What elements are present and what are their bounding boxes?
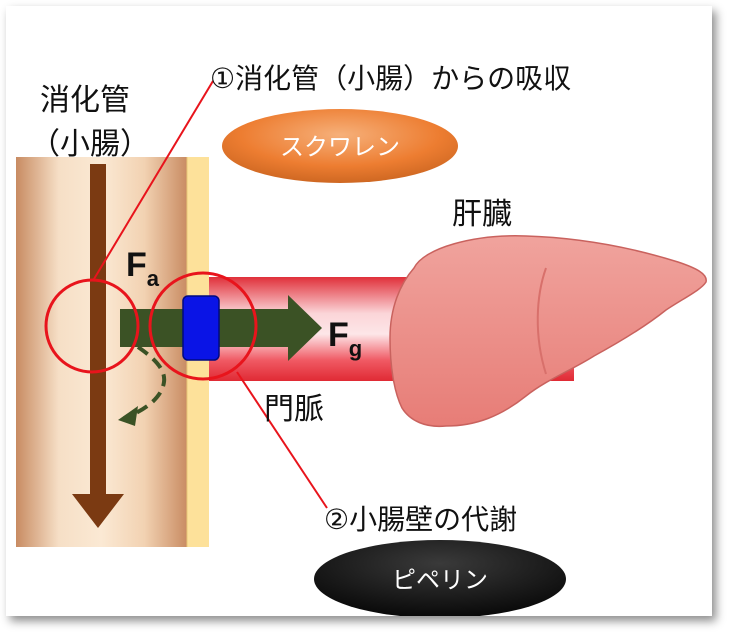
absorption-label: ①消化管（小腸）からの吸収 bbox=[210, 62, 571, 95]
intestine-label-line2: （小腸） bbox=[30, 127, 150, 162]
fg-symbol-main: F bbox=[328, 316, 349, 354]
efflux-arrowhead bbox=[118, 406, 138, 426]
intestine-label-line1: 消化管 bbox=[40, 83, 130, 118]
diagram-frame: スクワレン ピペリン 消化管 （小腸） ①消化管（小腸）からの吸収 肝臓 門脈 … bbox=[6, 6, 712, 616]
piperine-badge bbox=[314, 540, 566, 616]
piperine-badge-label: ピペリン bbox=[392, 566, 488, 594]
squalene-badge-label: スクワレン bbox=[280, 133, 400, 161]
fa-symbol-sub: a bbox=[147, 266, 160, 291]
squalene-badge bbox=[222, 109, 458, 183]
efflux-dashed-arrow bbox=[123, 345, 167, 420]
wall-highlight-circle bbox=[148, 271, 258, 381]
fa-symbol-main: F bbox=[126, 246, 147, 284]
absorption-flow-arrow bbox=[120, 295, 322, 361]
wall-metabolism-label: ②小腸壁の代謝 bbox=[324, 503, 517, 536]
transporter-box bbox=[182, 295, 220, 361]
absorption-highlight-circle bbox=[44, 278, 140, 374]
liver-organ bbox=[389, 235, 707, 428]
intestinal-flow-arrow bbox=[72, 164, 124, 528]
absorption-leader-line bbox=[93, 80, 214, 280]
fg-symbol: Fg bbox=[328, 316, 362, 361]
wall-leader-line bbox=[236, 371, 328, 509]
portal-vein-label: 門脈 bbox=[264, 392, 324, 427]
pharmacokinetics-diagram: スクワレン ピペリン 消化管 （小腸） ①消化管（小腸）からの吸収 肝臓 門脈 … bbox=[16, 62, 707, 616]
fa-symbol: Fa bbox=[126, 246, 160, 291]
fg-symbol-sub: g bbox=[349, 336, 362, 361]
liver-label: 肝臓 bbox=[452, 197, 512, 232]
